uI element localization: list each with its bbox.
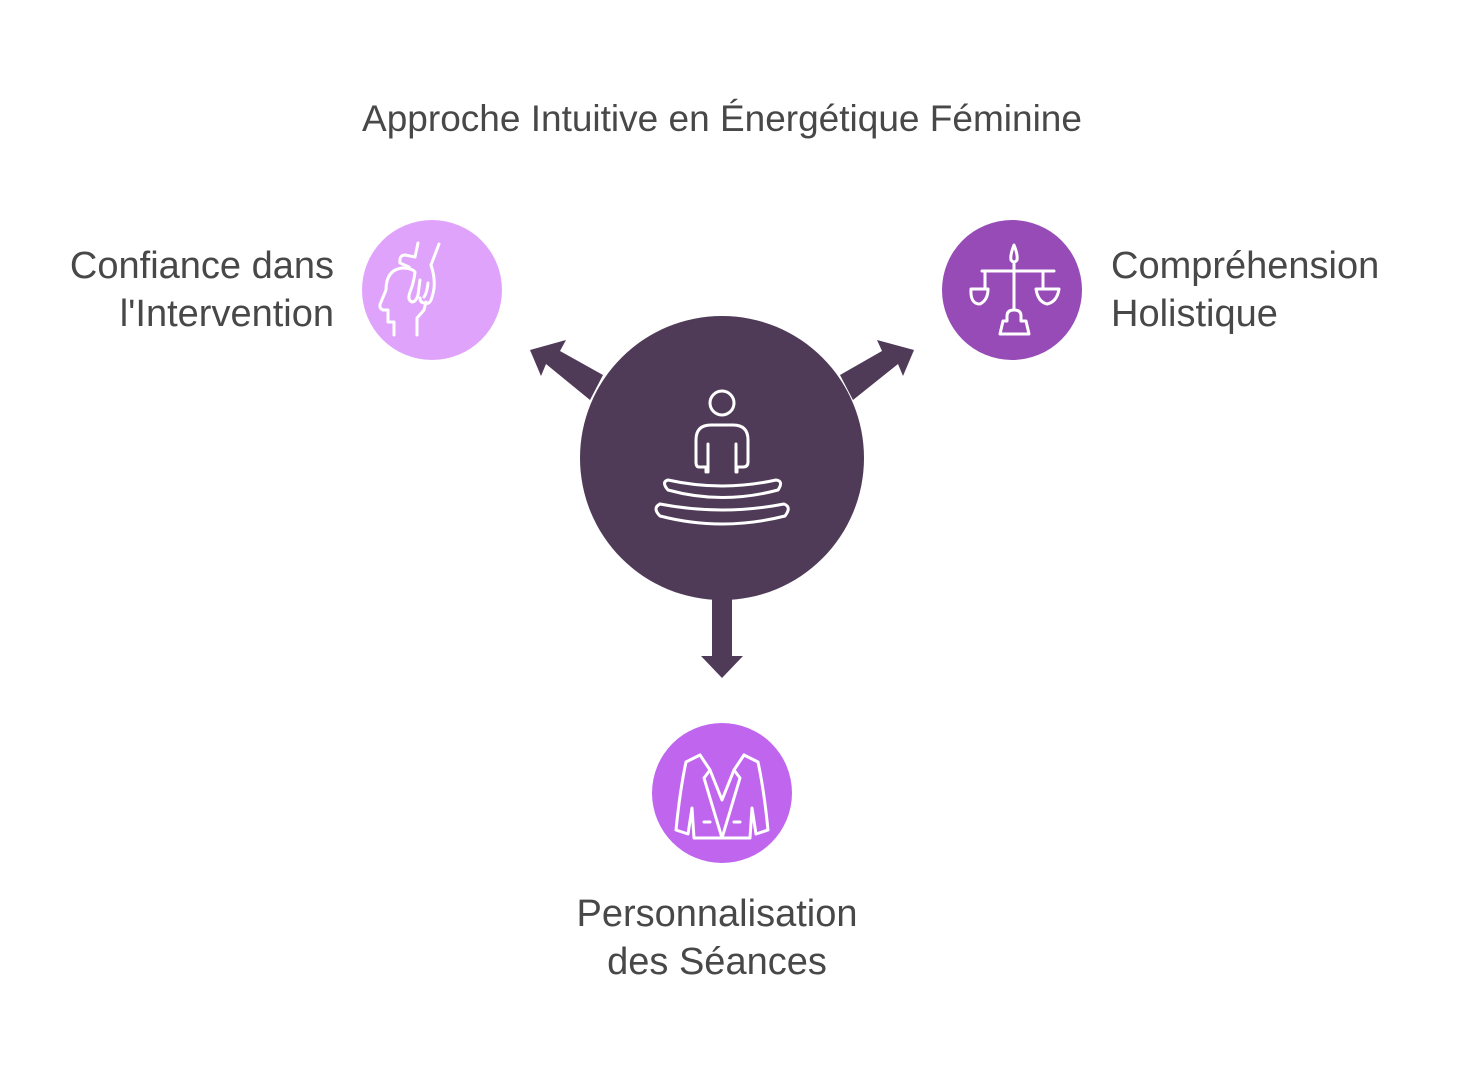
- left-circle: [362, 220, 502, 360]
- arrow-right: [840, 340, 914, 400]
- label-line: Compréhension: [1111, 245, 1380, 287]
- arrows: [530, 340, 914, 678]
- branch-label-personnalisation: Personnalisation des Séances: [517, 890, 917, 986]
- label-line: des Séances: [607, 941, 827, 983]
- arrow-left: [530, 340, 603, 400]
- head-hand-icon: [378, 241, 441, 337]
- label-line: Confiance dans: [69, 245, 334, 287]
- bottom-circle: [652, 723, 792, 863]
- balance-scale-icon: [969, 243, 1061, 336]
- meditation-person-icon: [654, 389, 790, 526]
- arrow-bottom: [701, 595, 743, 678]
- branch-label-confiance: Confiance dans l'Intervention: [70, 242, 334, 338]
- diagram-title: Approche Intuitive en Énergétique Fémini…: [362, 98, 1082, 139]
- label-line: l'Intervention: [119, 293, 334, 335]
- label-line: Personnalisation: [576, 893, 858, 935]
- label-line: Holistique: [1111, 293, 1278, 335]
- center-circle: [580, 316, 864, 600]
- right-circle: [942, 220, 1082, 360]
- branch-label-comprehension: Compréhension Holistique: [1111, 242, 1379, 338]
- jacket-icon: [674, 753, 770, 840]
